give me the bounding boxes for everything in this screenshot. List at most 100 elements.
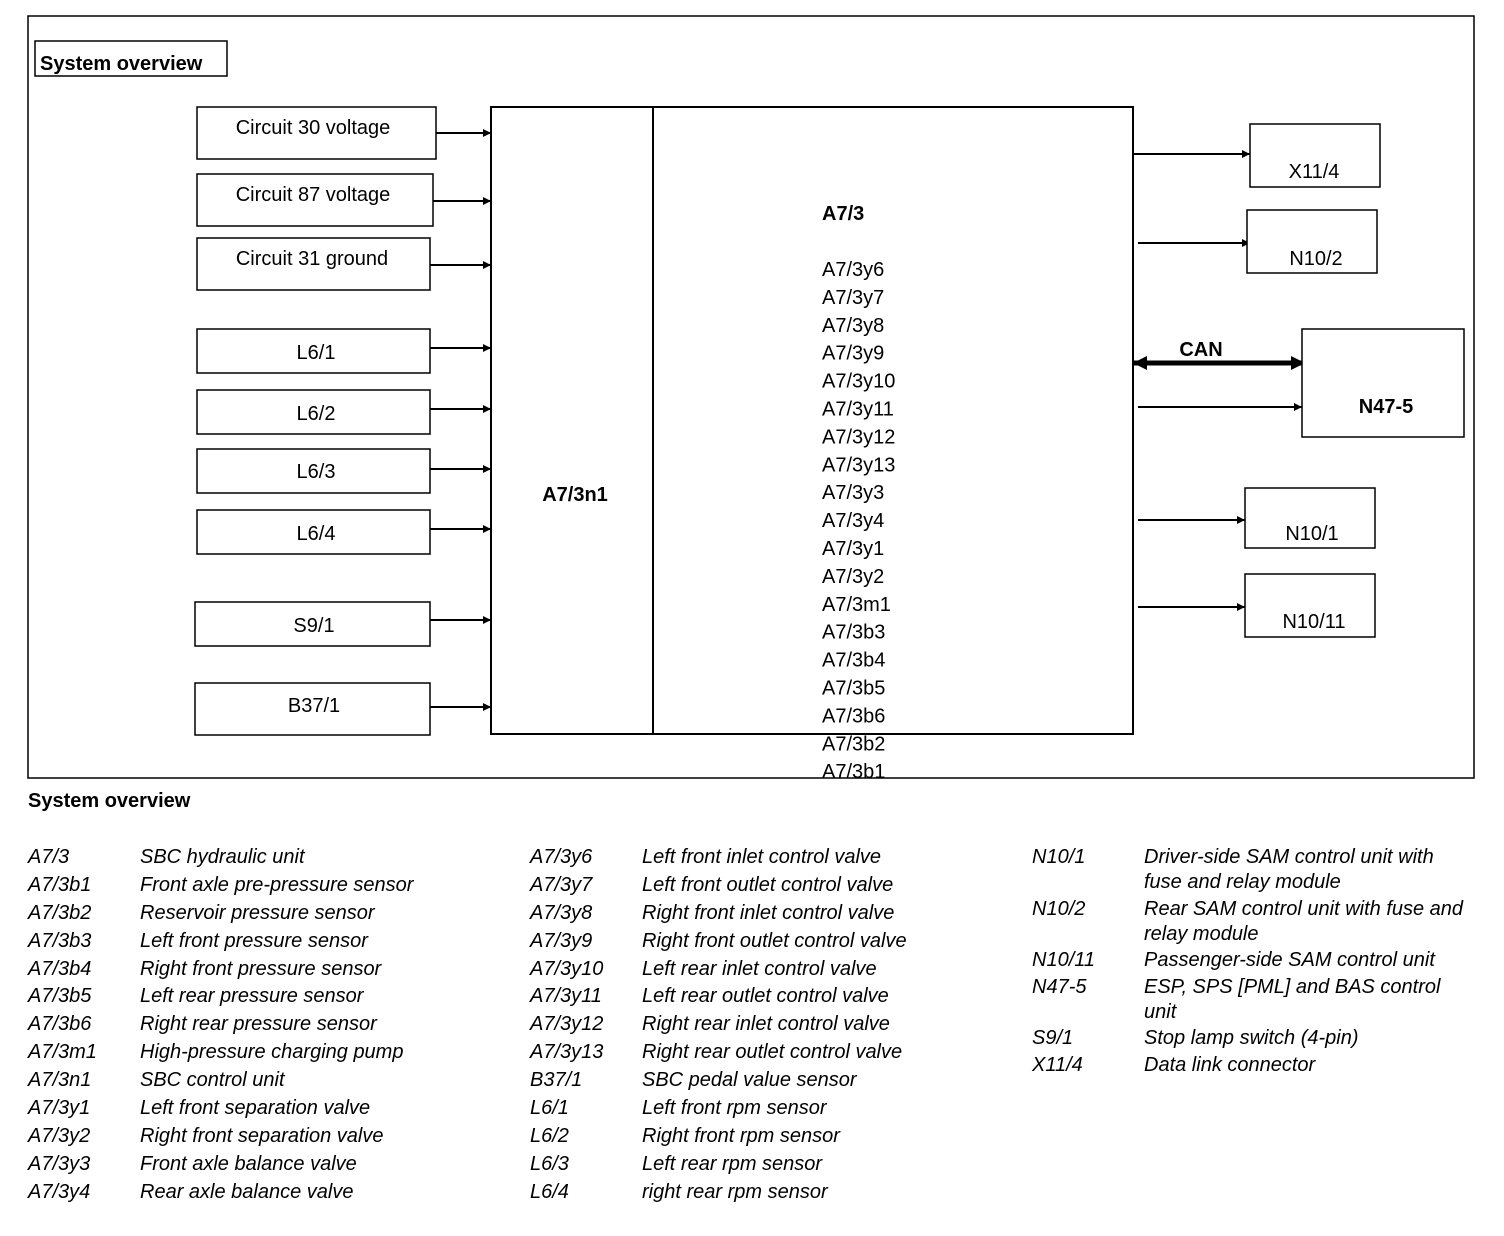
- legend-description: Left front rpm sensor: [642, 1097, 827, 1120]
- output-n47-5: N47-5: [1301, 328, 1465, 438]
- legend-description: Right rear outlet control valve: [642, 1041, 903, 1064]
- control-unit-label: A7/3n1: [542, 484, 608, 506]
- central-unit: A7/3n1 A7/3 A7/3y6A7/3y7A7/3y8A7/3y9A7/3…: [490, 106, 1134, 783]
- hydraulic-unit-title: A7/3: [822, 203, 864, 225]
- legend-title: System overview: [28, 790, 191, 812]
- input-l6-3: L6/3: [196, 448, 431, 494]
- legend-row: A7/3b1 Front axle pre-pressure sensor: [28, 873, 498, 898]
- legend-code: N10/2: [1032, 897, 1086, 920]
- component-list: A7/3y6A7/3y7A7/3y8A7/3y9A7/3y10A7/3y11A7…: [822, 259, 895, 783]
- legend-code: L6/3: [530, 1152, 569, 1175]
- input-label: Circuit 31 ground: [236, 248, 388, 270]
- component-item: A7/3b5: [822, 678, 885, 700]
- legend-description: Left rear inlet control valve: [642, 957, 877, 980]
- legend-code: A7/3y8: [530, 901, 593, 924]
- legend-row: A7/3n1 SBC control unit: [28, 1068, 498, 1093]
- legend-code: A7/3n1: [28, 1069, 92, 1092]
- legend-description: Front axle pre-pressure sensor: [140, 873, 414, 896]
- legend-code: A7/3y7: [530, 873, 593, 896]
- legend-row: N10/11 Passenger-side SAM control unit: [1032, 948, 1472, 973]
- input-arrows: [430, 129, 491, 711]
- legend-row: A7/3y13 Right rear outlet control valve: [530, 1040, 1000, 1065]
- legend-code: A7/3y9: [530, 929, 593, 952]
- legend-description: Left rear pressure sensor: [140, 985, 364, 1008]
- title-box: System overview: [34, 40, 228, 77]
- component-item: A7/3b2: [822, 733, 885, 755]
- input-circuit-31: Circuit 31 ground: [196, 237, 431, 291]
- legend-code: N47-5: [1032, 975, 1087, 998]
- input-label: L6/1: [297, 342, 336, 364]
- output-n10-11: N10/11: [1244, 573, 1376, 638]
- legend-description: Right front inlet control valve: [642, 901, 895, 924]
- legend-description: right rear rpm sensor: [642, 1180, 828, 1203]
- legend-row: L6/3 Left rear rpm sensor: [530, 1152, 1000, 1177]
- legend-description: Right front outlet control valve: [642, 929, 907, 952]
- legend-code: N10/11: [1032, 949, 1096, 971]
- legend-description: High-pressure charging pump: [140, 1041, 404, 1064]
- input-s9-1: S9/1: [194, 601, 431, 647]
- component-item: A7/3b4: [822, 650, 885, 672]
- legend-row: L6/4 right rear rpm sensor: [530, 1180, 1000, 1205]
- component-item: A7/3y4: [822, 510, 884, 532]
- legend-code: A7/3: [28, 846, 70, 868]
- legend-code: A7/3y3: [28, 1152, 91, 1175]
- legend-code: A7/3y4: [28, 1180, 91, 1203]
- legend-description: Left rear outlet control valve: [642, 985, 889, 1008]
- legend-description: Right rear pressure sensor: [140, 1013, 377, 1036]
- legend-code: X11/4: [1032, 1053, 1083, 1076]
- component-item: A7/3y6: [822, 259, 884, 281]
- input-circuit-87: Circuit 87 voltage: [196, 173, 434, 227]
- legend-description: Driver-side SAM control unit with fuse a…: [1144, 846, 1434, 893]
- component-item: A7/3y11: [822, 399, 894, 421]
- legend-description: Left front inlet control valve: [642, 846, 882, 868]
- legend-description: SBC control unit: [140, 1069, 285, 1092]
- input-label: L6/2: [297, 403, 336, 425]
- legend-code: L6/2: [530, 1124, 569, 1147]
- component-item: A7/3y13: [822, 454, 895, 476]
- legend-code: A7/3y12: [530, 1013, 604, 1036]
- legend-code: A7/3b5: [28, 985, 92, 1008]
- legend-code: A7/3y13: [530, 1041, 604, 1064]
- legend-row: X11/4 Data link connector: [1032, 1053, 1472, 1078]
- input-l6-2: L6/2: [196, 389, 431, 435]
- legend-description: Passenger-side SAM control unit: [1144, 949, 1435, 971]
- legend-description: Left front outlet control valve: [642, 873, 894, 896]
- legend-description: Stop lamp switch (4-pin): [1144, 1027, 1359, 1049]
- output-label: N10/2: [1289, 248, 1342, 270]
- legend-row: A7/3y7 Left front outlet control valve: [530, 873, 1000, 898]
- component-item: A7/3y7: [822, 287, 884, 309]
- output-n10-1: N10/1: [1244, 487, 1376, 549]
- legend-code: A7/3b1: [28, 873, 92, 896]
- legend-code: A7/3y11: [530, 985, 602, 1008]
- legend-code: A7/3b6: [28, 1013, 92, 1036]
- component-item: A7/3b3: [822, 622, 885, 644]
- legend-description: Reservoir pressure sensor: [140, 901, 375, 924]
- legend-description: Data link connector: [1144, 1053, 1316, 1076]
- input-label: L6/3: [297, 461, 336, 483]
- legend-code: A7/3y1: [28, 1097, 91, 1120]
- component-item: A7/3y3: [822, 482, 884, 504]
- input-label: S9/1: [293, 615, 334, 637]
- legend-row: L6/2 Right front rpm sensor: [530, 1124, 1000, 1149]
- legend-description: Right front rpm sensor: [642, 1124, 840, 1147]
- legend-code: L6/4: [530, 1180, 569, 1203]
- legend-row: A7/3y8 Right front inlet control valve: [530, 901, 1000, 926]
- component-item: A7/3y1: [822, 538, 884, 560]
- legend-row: A7/3y9 Right front outlet control valve: [530, 929, 1000, 954]
- legend-description: Left rear rpm sensor: [642, 1152, 823, 1175]
- component-item: A7/3y9: [822, 343, 884, 365]
- legend-description: Right front pressure sensor: [140, 957, 382, 980]
- legend-code: L6/1: [530, 1097, 569, 1120]
